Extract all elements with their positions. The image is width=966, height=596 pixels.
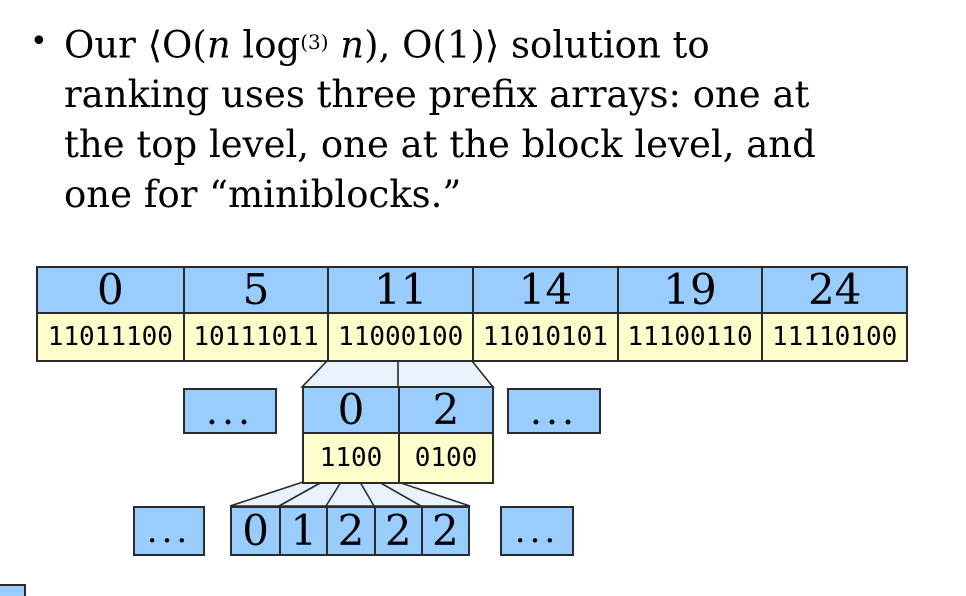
block-ellipsis-right: ... (507, 388, 601, 434)
miniblock-ellipsis-right: ... (500, 506, 574, 556)
index-cell: 11 (329, 268, 472, 314)
line1-text: log (230, 23, 301, 67)
connector-fan-line (359, 481, 375, 507)
bits-cell: 1100 (304, 434, 398, 482)
top-level-array: 0 11011100 5 10111011 11 11000100 14 110… (36, 266, 908, 362)
index-cell: 0 (38, 268, 183, 314)
bits-cell: 11000100 (329, 314, 472, 360)
connector-fan (229, 481, 471, 507)
bits-cell: 11011100 (38, 314, 183, 360)
cutoff-blue-box (0, 584, 26, 596)
miniblock-cell: 2 (373, 508, 421, 554)
index-cell: 5 (184, 268, 328, 314)
top-array-column: 14 11010101 (472, 268, 617, 360)
top-array-column: 0 11011100 (38, 268, 183, 360)
connector-fan-line (278, 481, 323, 507)
italic-n: n (340, 23, 365, 67)
bullet-marker: • (30, 24, 48, 59)
miniblock-cell: 2 (326, 508, 374, 554)
miniblock-level-array: 0 1 2 2 2 (230, 506, 470, 556)
index-cell: 24 (763, 268, 906, 314)
index-cell: 2 (400, 388, 492, 434)
bits-cell: 11110100 (763, 314, 906, 360)
bullet-line-1: Our ⟨O(n log(3) n), O(1)⟩ solution to (64, 17, 816, 70)
superscript-3: (3) (300, 30, 329, 54)
bits-cell: 0100 (400, 434, 492, 482)
bullet-lines: Our ⟨O(n log(3) n), O(1)⟩ solution to ra… (64, 17, 816, 220)
index-cell: 0 (304, 388, 398, 434)
block-level-array: 0 1100 2 0100 (302, 386, 494, 484)
bits-cell: 11010101 (474, 314, 617, 360)
top-array-column: 19 11100110 (616, 268, 762, 360)
miniblock-ellipsis-left: ... (133, 506, 205, 556)
top-array-column: 5 10111011 (182, 268, 328, 360)
miniblock-cell: 1 (279, 508, 327, 554)
connector-fan-line (325, 481, 342, 507)
block-array-column: 0 1100 (304, 388, 398, 482)
index-cell: 19 (618, 268, 762, 314)
line1-text: ), O(1)⟩ solution to (364, 23, 710, 67)
bits-cell: 11100110 (618, 314, 762, 360)
bullet-line-4: one for “miniblocks.” (64, 173, 462, 217)
miniblock-cell: 2 (420, 508, 468, 554)
connector-fan-line (378, 481, 422, 507)
miniblock-cell: 0 (232, 508, 280, 554)
block-ellipsis-left: ... (183, 388, 277, 434)
top-array-column: 24 11110100 (761, 268, 906, 360)
italic-n: n (206, 23, 231, 67)
bits-cell: 10111011 (184, 314, 328, 360)
block-array-column: 2 0100 (398, 388, 492, 482)
bullet-line-2: ranking uses three prefix arrays: one at (64, 73, 810, 117)
top-array-column: 11 11000100 (327, 268, 472, 360)
line1-text: Our ⟨O( (64, 23, 207, 67)
bullet-line-3: the top level, one at the block level, a… (64, 123, 816, 167)
bullet-paragraph: • Our ⟨O(n log(3) n), O(1)⟩ solution to … (30, 17, 816, 220)
index-cell: 14 (474, 268, 617, 314)
